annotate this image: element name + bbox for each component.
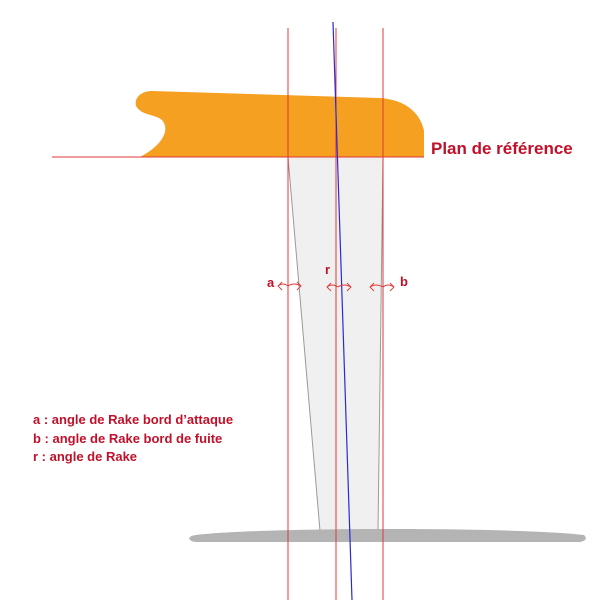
angle-a-marker xyxy=(277,281,302,291)
legend-item-r: r : angle de Rake xyxy=(33,449,138,464)
legend-item-a: a : angle de Rake bord d’attaque xyxy=(33,412,234,427)
reference-plane-label: Plan de référence xyxy=(431,139,573,158)
wing-shape xyxy=(189,529,586,542)
angle-r-label: r xyxy=(325,262,330,277)
angle-a-label: a xyxy=(267,275,275,290)
angle-r-marker xyxy=(326,282,352,292)
rake-axis-line xyxy=(332,21,353,600)
angle-b-marker xyxy=(369,282,395,292)
legend-item-b: b : angle de Rake bord de fuite xyxy=(33,430,223,446)
hull-shape xyxy=(135,91,425,157)
legend: a : angle de Rake bord d’attaque b : ang… xyxy=(33,411,233,467)
angle-b-label: b xyxy=(400,274,408,289)
